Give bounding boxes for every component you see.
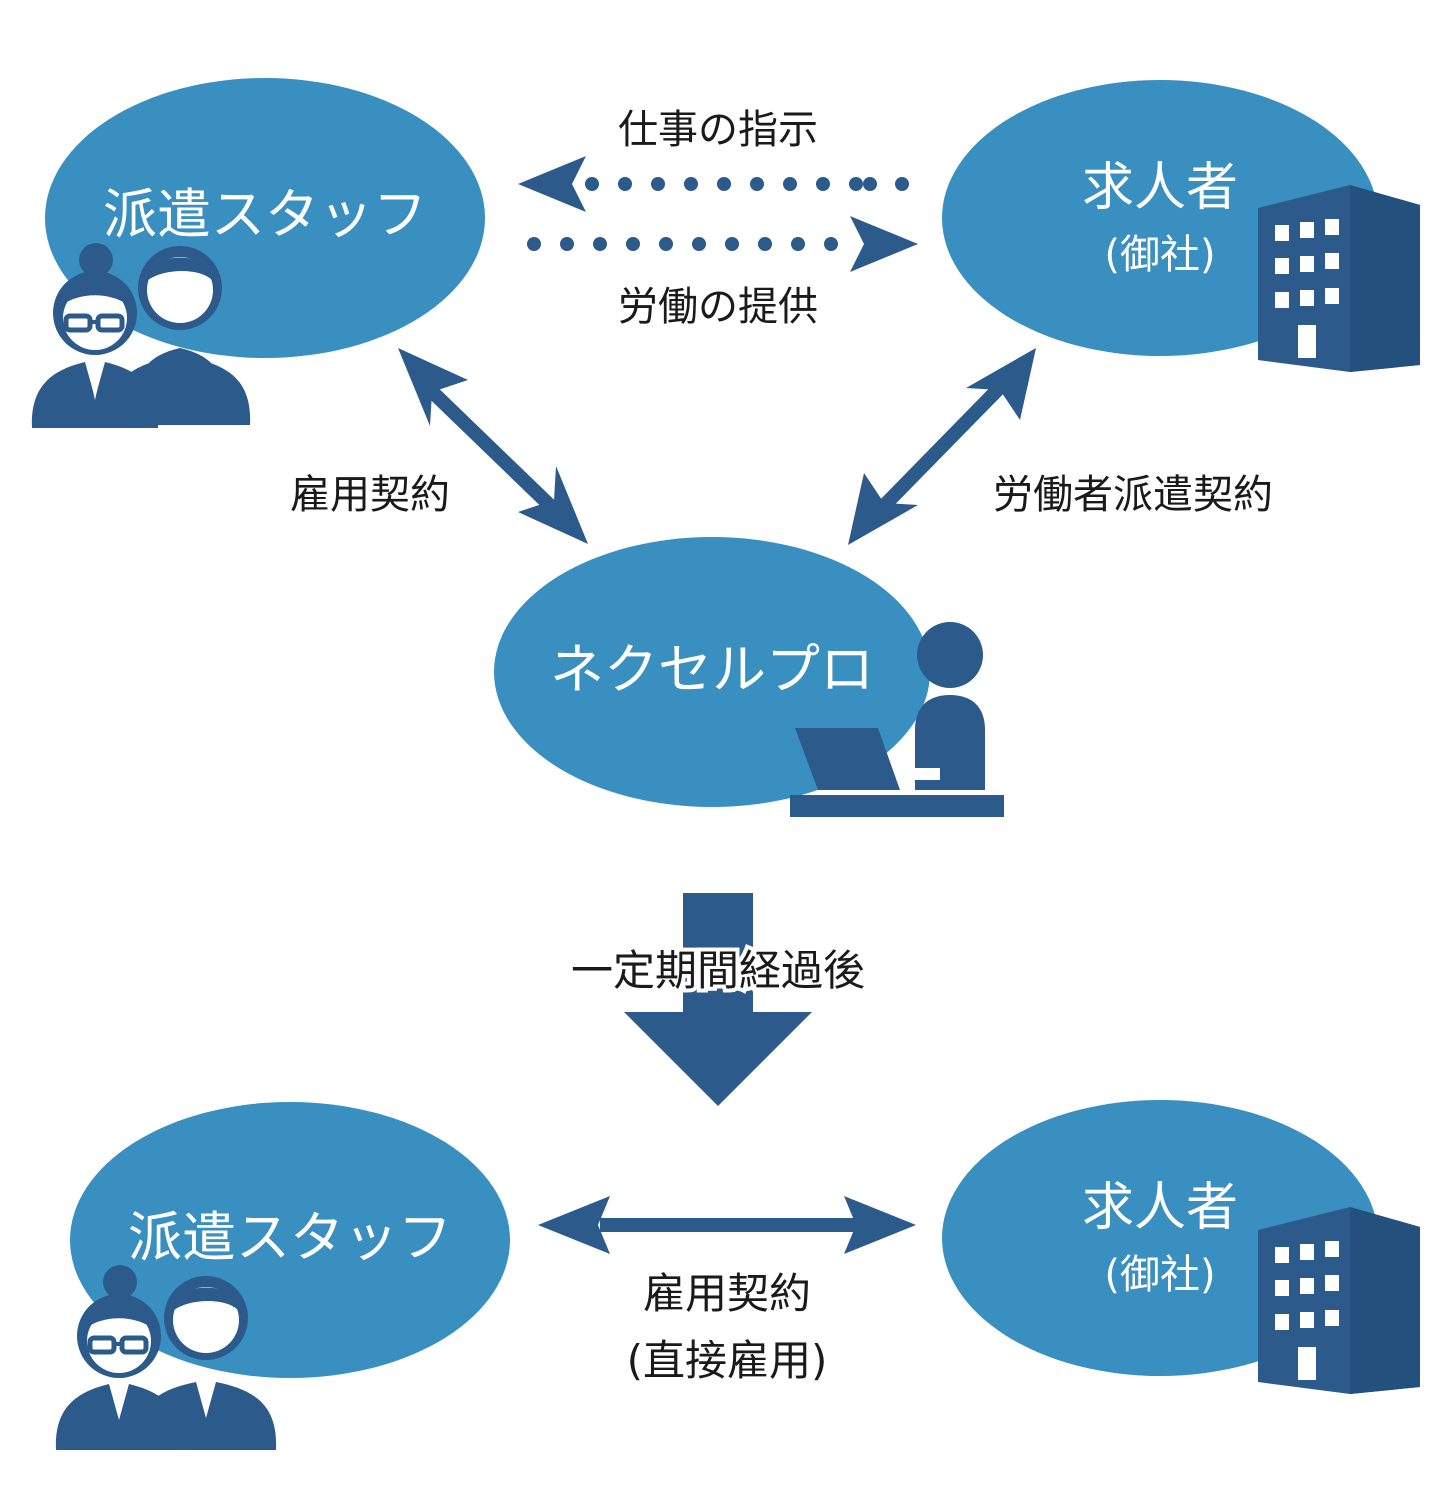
employment-arrow — [398, 348, 588, 544]
transition-arrow — [624, 893, 812, 1106]
direct-employment-arrow — [538, 1196, 916, 1254]
transition-label: 一定期間経過後 — [571, 946, 865, 995]
bottom-staff-label: 派遣スタッフ — [128, 1206, 452, 1269]
bottom-client-label: 求人者 — [1082, 1178, 1238, 1238]
staff-people-icon — [55, 1265, 277, 1450]
person-at-desk-icon — [790, 622, 1004, 817]
staff-people-icon — [31, 243, 251, 428]
labor-label: 労働の提供 — [618, 284, 818, 330]
top-staff-label: 派遣スタッフ — [103, 183, 427, 246]
direct-contract-label: 雇用契約 — [643, 1269, 811, 1318]
agency-label: ネクセルプロ — [550, 638, 874, 701]
labor-arrow — [527, 216, 918, 272]
top-client-label: 求人者 — [1082, 158, 1238, 218]
employment-label: 雇用契約 — [290, 472, 450, 518]
instruction-label: 仕事の指示 — [618, 107, 818, 153]
top-client-sub: (御社) — [1104, 232, 1215, 278]
bottom-client-sub: (御社) — [1104, 1252, 1215, 1298]
office-building-icon — [1258, 1207, 1420, 1394]
instruction-arrow — [518, 156, 909, 212]
dispatch-arrow — [848, 348, 1036, 545]
dispatch-label: 労働者派遣契約 — [993, 472, 1273, 518]
direct-contract-sub: (直接雇用) — [627, 1336, 828, 1385]
office-building-icon — [1258, 185, 1420, 372]
